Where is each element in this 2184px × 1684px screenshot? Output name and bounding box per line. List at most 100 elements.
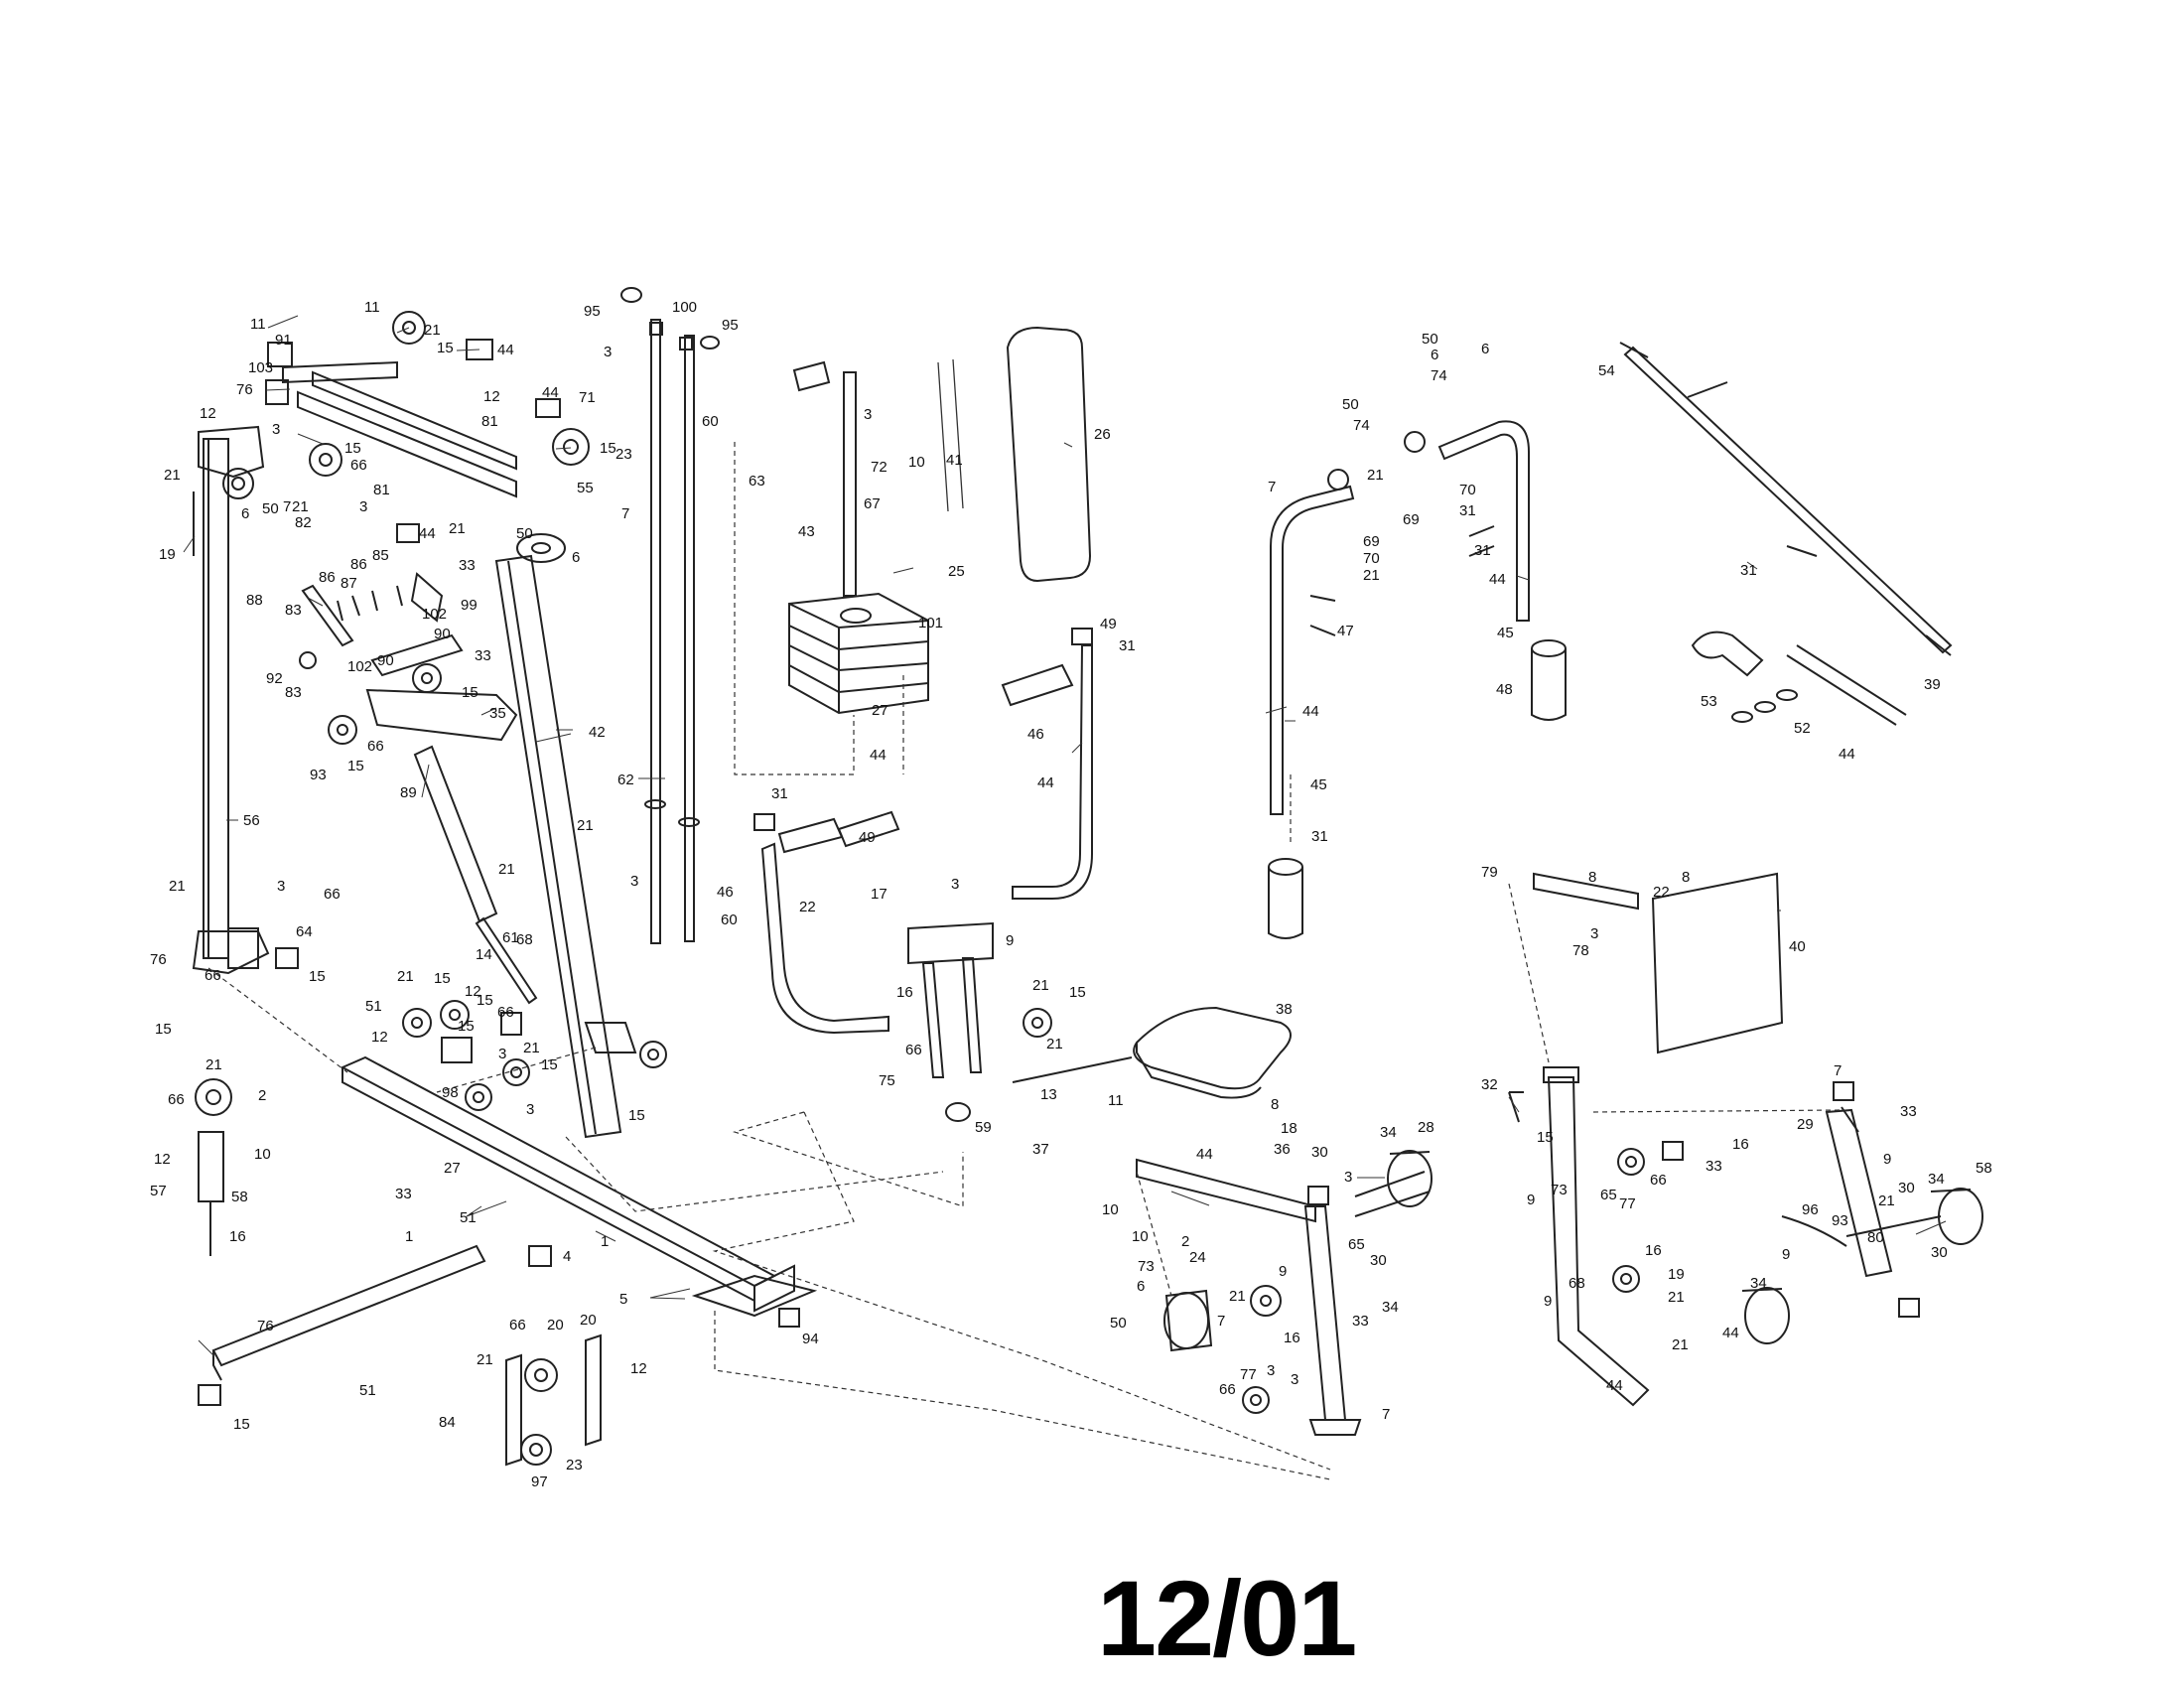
part-callout: 10 — [1102, 1201, 1119, 1218]
leader-lines — [183, 315, 1947, 1357]
part-callout: 63 — [749, 473, 765, 490]
part-callout: 90 — [377, 652, 394, 669]
part-callout: 66 — [205, 967, 221, 984]
back-pad-part — [937, 326, 1092, 583]
part-callout: 69 — [1363, 533, 1380, 550]
part-callout: 13 — [1040, 1086, 1057, 1103]
callout-labels: 11 11 91 21 15 44 103 76 12 3 15 66 21 5… — [150, 299, 1992, 1490]
part-callout: 12 — [154, 1151, 171, 1168]
part-callout: 86 — [319, 569, 336, 586]
part-callout: 7 — [1834, 1062, 1842, 1079]
part-callout: 65 — [1348, 1236, 1365, 1253]
part-callout: 3 — [951, 876, 959, 893]
page-number: 12/01 — [1097, 1558, 1357, 1678]
part-callout: 12 — [483, 388, 500, 405]
part-callout: 44 — [419, 525, 436, 542]
part-callout: 3 — [630, 873, 638, 890]
gas-cylinder-part — [413, 745, 538, 1005]
part-callout: 31 — [1740, 562, 1757, 579]
part-callout: 87 — [341, 575, 357, 592]
part-callout: 16 — [1284, 1330, 1300, 1346]
part-callout: 44 — [1722, 1325, 1739, 1341]
part-callout: 70 — [1459, 482, 1476, 498]
part-callout: 95 — [584, 303, 601, 320]
part-callout: 8 — [1588, 869, 1596, 886]
part-callout: 80 — [1867, 1229, 1884, 1246]
part-callout: 44 — [870, 747, 887, 764]
part-callout: 22 — [799, 899, 816, 915]
part-callout: 33 — [1900, 1103, 1917, 1120]
accessories-part — [1619, 342, 1953, 726]
part-callout: 19 — [159, 546, 176, 563]
part-callout: 9 — [1544, 1293, 1552, 1310]
part-callout: 29 — [1797, 1116, 1814, 1133]
part-callout: 71 — [579, 389, 596, 406]
part-callout: 2 — [258, 1087, 266, 1104]
part-callout: 51 — [365, 998, 382, 1015]
part-callout: 8 — [1682, 869, 1690, 886]
part-callout: 56 — [243, 812, 260, 829]
part-callout: 7 — [283, 498, 291, 515]
part-callout: 12 — [465, 983, 481, 1000]
part-callout: 58 — [231, 1189, 248, 1205]
part-callout: 10 — [908, 454, 925, 471]
part-callout: 83 — [285, 602, 302, 619]
part-callout: 102 — [347, 658, 372, 675]
part-callout: 24 — [1189, 1249, 1206, 1266]
part-callout: 15 — [458, 1018, 475, 1035]
part-callout: 20 — [580, 1312, 597, 1329]
part-callout: 15 — [309, 968, 326, 985]
part-callout: 49 — [1100, 616, 1117, 632]
part-callout: 90 — [434, 626, 451, 642]
part-callout: 66 — [509, 1317, 526, 1333]
part-callout: 50 — [1342, 396, 1359, 413]
part-callout: 67 — [864, 495, 881, 512]
part-callout: 62 — [617, 772, 634, 788]
part-callout: 93 — [1832, 1212, 1848, 1229]
part-callout: 26 — [1094, 426, 1111, 443]
part-callout: 81 — [481, 413, 498, 430]
part-callout: 9 — [1883, 1151, 1891, 1168]
part-callout: 35 — [489, 705, 506, 722]
top-crossbar-part — [265, 360, 517, 498]
part-callout: 3 — [1291, 1371, 1298, 1388]
part-callout: 16 — [1732, 1136, 1749, 1153]
part-callout: 50 — [1110, 1315, 1127, 1332]
part-callout: 98 — [442, 1084, 459, 1101]
part-callout: 34 — [1750, 1275, 1767, 1292]
part-callout: 77 — [1619, 1195, 1636, 1212]
part-callout: 31 — [1474, 542, 1491, 559]
part-callout: 30 — [1370, 1252, 1387, 1269]
part-callout: 94 — [802, 1331, 819, 1347]
part-callout: 16 — [229, 1228, 246, 1245]
part-callout: 15 — [437, 340, 454, 356]
weight-stack-part — [788, 360, 929, 715]
part-callout: 44 — [1037, 774, 1054, 791]
part-callout: 20 — [547, 1317, 564, 1333]
part-callout: 102 — [422, 606, 447, 623]
part-callout: 70 — [1363, 550, 1380, 567]
part-callout: 21 — [1668, 1289, 1685, 1306]
part-callout: 21 — [164, 467, 181, 484]
part-callout: 44 — [1606, 1377, 1623, 1394]
assembly-lines — [207, 442, 1843, 1480]
part-callout: 15 — [434, 970, 451, 987]
base-frame-part — [198, 947, 818, 1406]
part-callout: 66 — [350, 457, 367, 474]
part-callout: 54 — [1598, 362, 1615, 379]
part-callout: 15 — [155, 1021, 172, 1038]
part-callout: 50 — [516, 525, 533, 542]
press-pivot-part — [907, 921, 1133, 1122]
part-callout: 1 — [601, 1233, 609, 1250]
part-callout: 21 — [449, 520, 466, 537]
part-callout: 51 — [359, 1382, 376, 1399]
part-callout: 43 — [798, 523, 815, 540]
parts-drawing — [192, 287, 1983, 1467]
part-callout: 3 — [1344, 1169, 1352, 1186]
part-callout: 74 — [1353, 417, 1370, 434]
part-callout: 73 — [1551, 1182, 1568, 1198]
part-callout: 21 — [1363, 567, 1380, 584]
part-callout: 21 — [477, 1351, 493, 1368]
part-callout: 21 — [397, 968, 414, 985]
part-callout: 58 — [1976, 1160, 1992, 1177]
